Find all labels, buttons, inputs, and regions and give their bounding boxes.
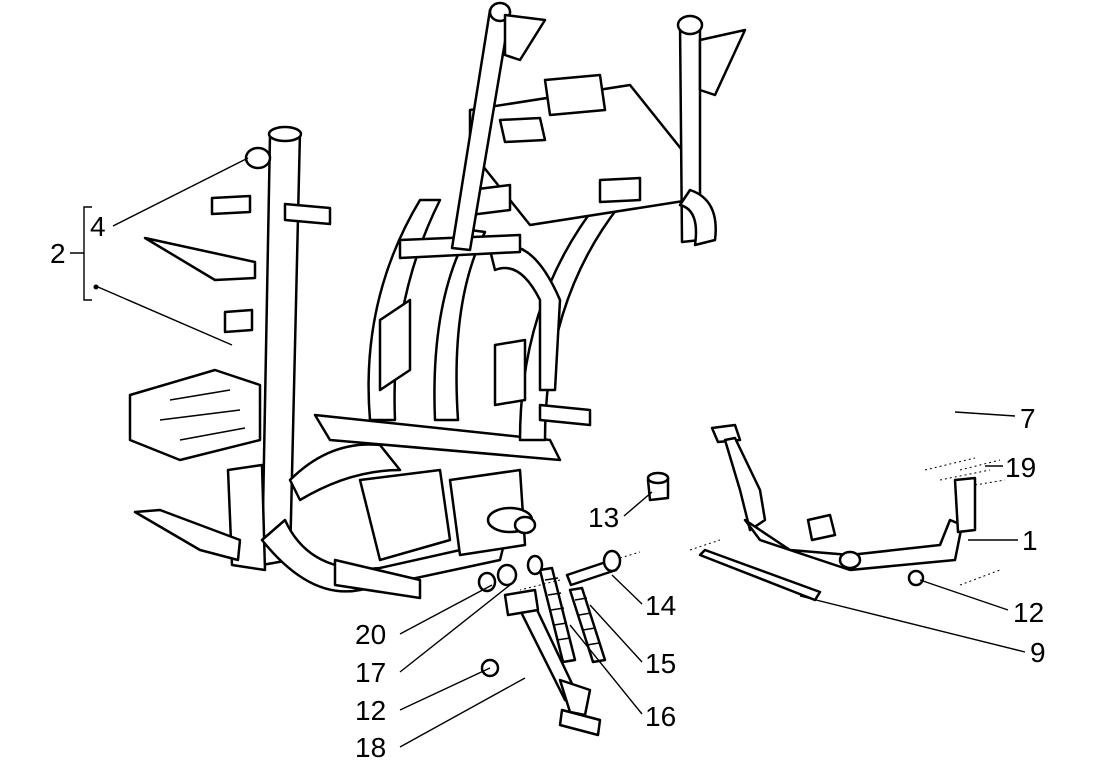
callout-13: 13 <box>588 502 619 533</box>
callout-15: 15 <box>645 648 676 679</box>
callout-12-centre: 12 <box>355 695 386 726</box>
callout-18: 18 <box>355 732 386 762</box>
leader-lines <box>97 157 1026 748</box>
callout-17: 17 <box>355 657 386 688</box>
callout-7: 7 <box>1020 403 1036 434</box>
callout-labels: 2 4 7 19 1 12 9 13 14 15 16 20 17 12 18 <box>50 211 1046 762</box>
callout-9: 9 <box>1030 637 1046 668</box>
callout-20: 20 <box>355 619 386 650</box>
callout-4: 4 <box>90 211 106 242</box>
group-bracket-2 <box>70 206 99 301</box>
scooter-frame <box>128 1 747 600</box>
callout-14: 14 <box>645 590 676 621</box>
side-stand <box>689 423 1006 602</box>
callout-12-side: 12 <box>1013 597 1044 628</box>
callout-1: 1 <box>1022 525 1038 556</box>
callout-16: 16 <box>645 701 676 732</box>
callout-2: 2 <box>50 238 66 269</box>
centre-stand <box>477 471 670 737</box>
callout-19: 19 <box>1005 452 1036 483</box>
